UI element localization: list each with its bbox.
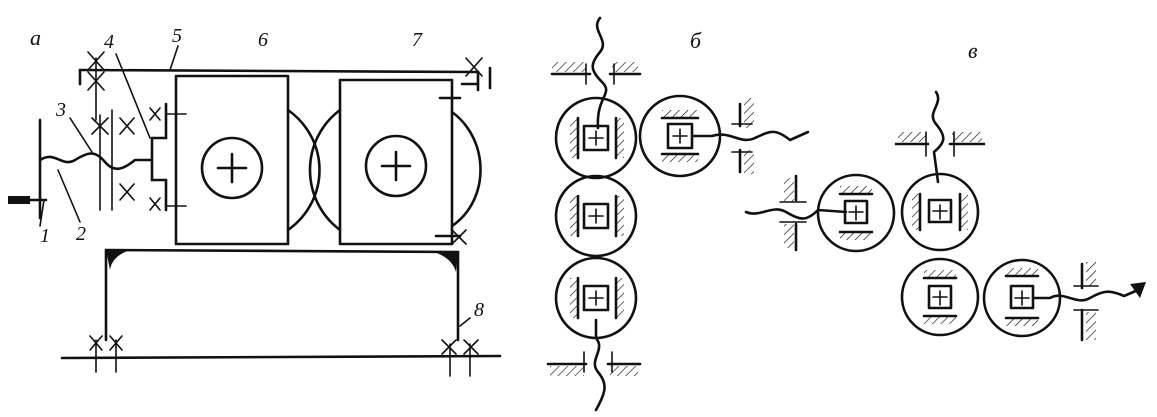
part-number-3: 3 bbox=[55, 99, 66, 121]
roll-6-arc bbox=[286, 108, 321, 232]
flexible-shaft bbox=[1032, 288, 1140, 302]
drive-arrow-icon bbox=[1130, 282, 1146, 298]
leader-8 bbox=[459, 317, 471, 327]
part-number-7: 7 bbox=[412, 29, 423, 51]
roll-icon bbox=[554, 174, 638, 258]
bearing-icon bbox=[460, 57, 492, 92]
roll-icon bbox=[200, 136, 264, 200]
roll-7-housing bbox=[338, 78, 454, 246]
coupling bbox=[149, 102, 187, 212]
bearing-icon bbox=[89, 335, 123, 373]
leader-4 bbox=[115, 53, 151, 139]
flexible-shaft bbox=[591, 16, 608, 130]
hatching-icon bbox=[779, 174, 807, 252]
flexible-shaft bbox=[690, 130, 810, 142]
panel-label-v: в bbox=[968, 38, 978, 63]
part-number-6: 6 bbox=[258, 29, 268, 51]
roll-icon bbox=[554, 96, 638, 180]
bearing-icon bbox=[441, 339, 479, 377]
base-gusset-right bbox=[434, 252, 458, 272]
frame-top bbox=[78, 68, 480, 74]
flexible-shaft bbox=[744, 208, 848, 220]
part-number-1: 1 bbox=[40, 225, 50, 247]
panel-b: б bbox=[546, 16, 810, 412]
hatching-icon bbox=[550, 62, 642, 85]
part-number-2: 2 bbox=[76, 223, 86, 245]
flexible-shaft bbox=[593, 318, 606, 412]
panel-v: в bbox=[744, 38, 1146, 342]
leader-1 bbox=[39, 199, 45, 227]
panel-label-a: а bbox=[30, 25, 41, 50]
bearing-icon bbox=[91, 114, 135, 211]
bearing-icon bbox=[87, 51, 105, 121]
hatching-icon bbox=[731, 98, 754, 174]
leader-3 bbox=[69, 117, 93, 153]
roll-icon bbox=[900, 257, 980, 337]
base-gusset-left bbox=[106, 250, 130, 270]
drive-arrow-icon bbox=[8, 196, 30, 204]
roll-7-arc-right bbox=[450, 110, 482, 228]
roll-icon bbox=[900, 172, 980, 252]
roll-7-arc-left bbox=[308, 108, 342, 232]
hatching-icon bbox=[894, 131, 986, 157]
leader-5 bbox=[169, 45, 179, 71]
part-number-5: 5 bbox=[172, 25, 182, 47]
part-number-8: 8 bbox=[474, 299, 484, 321]
flexible-shaft bbox=[38, 152, 154, 171]
hatching-icon bbox=[1073, 262, 1099, 342]
flexible-shaft bbox=[931, 90, 945, 184]
panel-a: а bbox=[8, 25, 502, 377]
bearing-icon bbox=[451, 229, 467, 245]
panel-label-b: б bbox=[690, 28, 702, 53]
part-number-4: 4 bbox=[104, 31, 114, 53]
leader-2 bbox=[57, 169, 81, 223]
hatching-icon bbox=[546, 351, 642, 376]
roll-icon bbox=[816, 173, 896, 253]
roll-6-housing bbox=[174, 74, 290, 246]
roll-icon bbox=[364, 134, 428, 198]
base-frame-top bbox=[104, 248, 460, 254]
roll-icon bbox=[982, 258, 1062, 338]
ground-line bbox=[60, 354, 502, 360]
